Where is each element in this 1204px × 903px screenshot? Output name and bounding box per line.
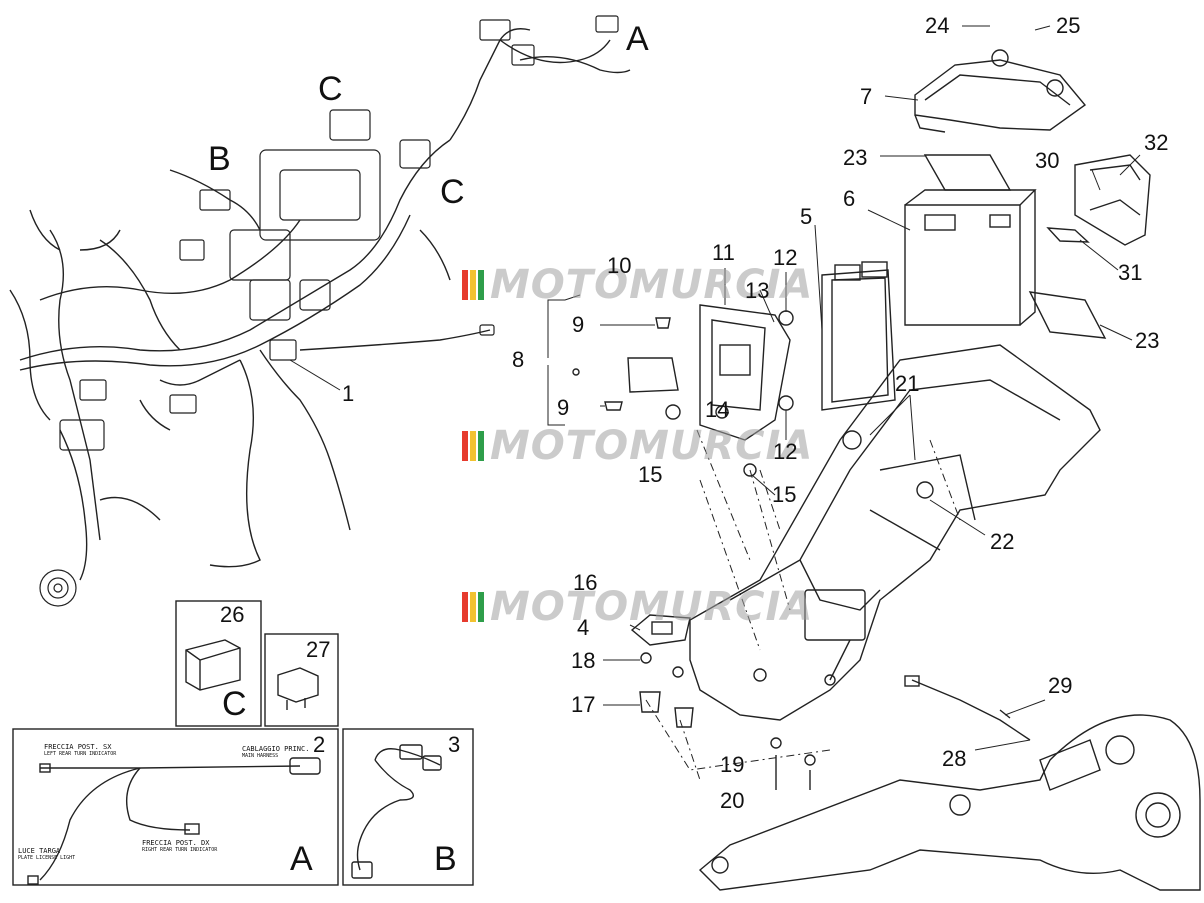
- label-main-harness: CABLAGGIO PRINC.MAIN HARNESS: [242, 745, 310, 759]
- callout-7: 7: [860, 84, 873, 109]
- group-label-c-top2: C: [440, 173, 465, 211]
- inset-box-26: [175, 600, 262, 727]
- clip-21: [842, 430, 862, 450]
- callout-12-lower: 12: [773, 439, 798, 464]
- watermark-flag-icon: [462, 270, 486, 300]
- battery-bracket: [1074, 154, 1151, 246]
- callout-11: 11: [712, 240, 735, 265]
- callout-27: 27: [306, 637, 331, 662]
- callout-18: 18: [571, 648, 596, 673]
- adhesive-strip-lower: [1028, 291, 1107, 339]
- watermark-bottom: MOTOMURCIA: [462, 584, 813, 630]
- callout-5: 5: [800, 204, 813, 229]
- group-label-b-box: B: [434, 840, 457, 878]
- group-label-a-box: A: [290, 840, 313, 878]
- fuse-27: [277, 667, 319, 710]
- grommet-15: [743, 463, 757, 477]
- callout-16: 16: [573, 570, 598, 595]
- rear-frame-mudguard: [689, 344, 1101, 721]
- relay-26: [185, 639, 241, 691]
- battery-cover: [914, 49, 1087, 133]
- ecu-module: [821, 261, 896, 411]
- callout-31: 31: [1118, 260, 1143, 285]
- callout-3: 3: [448, 732, 461, 757]
- engine-swingarm: [698, 714, 1201, 891]
- main-wiring-harness: [9, 28, 631, 581]
- adhesive-strip-upper: [923, 154, 1012, 191]
- callout-22: 22: [990, 529, 1015, 554]
- battery: [904, 189, 1037, 326]
- callout-13: 13: [745, 278, 770, 303]
- callout-25: 25: [1056, 13, 1081, 38]
- callout-9-upper: 9: [572, 312, 585, 337]
- callout-1: 1: [342, 381, 355, 406]
- group-label-a-top: A: [626, 20, 649, 58]
- harness-connectors: [39, 15, 619, 607]
- inset-box-B: [342, 728, 474, 886]
- grommet-12-upper: [778, 310, 794, 326]
- callout-19: 19: [720, 752, 745, 777]
- sensor-harness: [351, 744, 442, 879]
- adhesive-strip-small: [1046, 227, 1090, 243]
- callout-6: 6: [843, 186, 856, 211]
- callout-15-left: 15: [638, 462, 663, 487]
- callout-17: 17: [571, 692, 596, 717]
- callout-24: 24: [925, 13, 950, 38]
- leader-lines: [289, 25, 1141, 751]
- voltage-regulator: [630, 614, 691, 646]
- inset-box-27: [264, 633, 339, 727]
- callout-23-upper: 23: [843, 145, 868, 170]
- callout-2: 2: [313, 732, 326, 757]
- callout-28: 28: [942, 746, 967, 771]
- watermark-flag-icon: [462, 592, 486, 622]
- callout-14: 14: [705, 397, 730, 422]
- starter-cable: [904, 675, 1031, 741]
- callout-26: 26: [220, 602, 245, 627]
- clip-22: [916, 481, 934, 499]
- watermark-middle: MOTOMURCIA: [462, 423, 813, 469]
- grommet-12-lower: [778, 395, 794, 411]
- assembly-lines: [645, 429, 961, 781]
- group-label-b-top: B: [208, 140, 231, 178]
- group-label-c-top1: C: [318, 70, 343, 108]
- callout-20: 20: [720, 788, 745, 813]
- callout-8: 8: [512, 347, 525, 372]
- callout-15-right: 15: [772, 482, 797, 507]
- relay-fuse-holder: [572, 304, 791, 441]
- watermark-top: MOTOMURCIA: [462, 262, 813, 308]
- callout-12-upper: 12: [773, 245, 798, 270]
- callout-23-lower: 23: [1135, 328, 1160, 353]
- callout-30: 30: [1035, 148, 1060, 173]
- callout-32: 32: [1144, 130, 1169, 155]
- callout-21: 21: [895, 371, 920, 396]
- rear-light-harness: [27, 757, 321, 885]
- group-label-c-box: C: [222, 685, 247, 723]
- callout-10: 10: [607, 253, 632, 278]
- callout-9-lower: 9: [557, 395, 570, 420]
- watermark-flag-icon: [462, 431, 486, 461]
- callout-29: 29: [1048, 673, 1073, 698]
- inset-box-A: [12, 728, 339, 886]
- rubber-mounts: [639, 652, 816, 790]
- callout-4: 4: [577, 615, 590, 640]
